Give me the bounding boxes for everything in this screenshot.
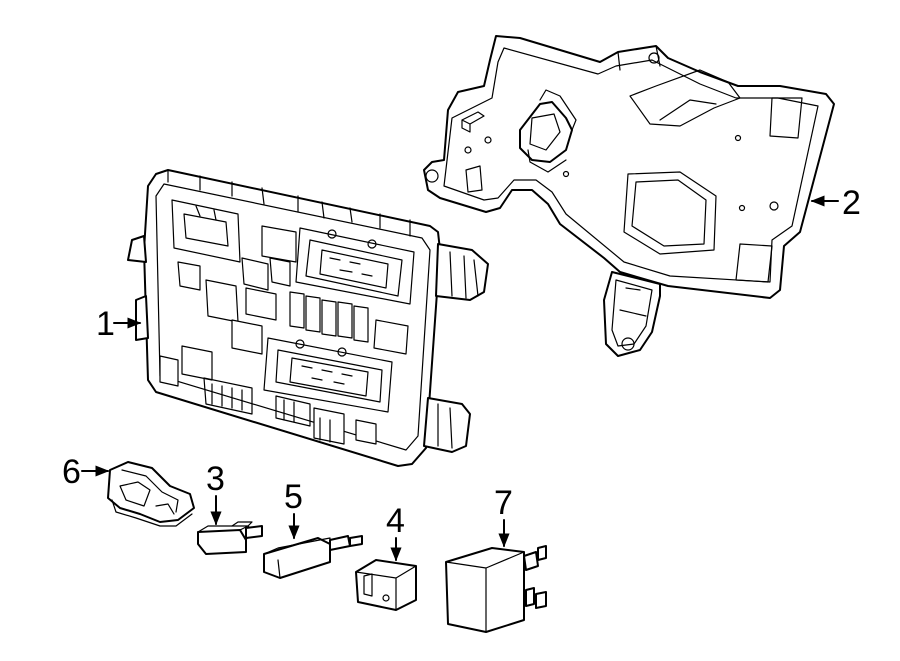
- callout-label-3: 3: [206, 460, 225, 498]
- callout-3: 3: [206, 460, 225, 526]
- callout-label-6: 6: [62, 453, 81, 491]
- maxi-fuse: [263, 535, 363, 579]
- mounting-bracket: [423, 35, 835, 357]
- callout-6: 6: [62, 453, 110, 491]
- callout-label-1: 1: [96, 305, 115, 343]
- clip-part: [107, 461, 195, 527]
- mini-fuse: [197, 521, 263, 555]
- micro-relay: [355, 559, 417, 611]
- callout-4: 4: [386, 502, 405, 562]
- callout-7: 7: [494, 484, 513, 548]
- callout-label-4: 4: [386, 502, 405, 540]
- relay: [445, 545, 547, 633]
- callout-label-2: 2: [842, 184, 861, 222]
- callout-label-7: 7: [494, 484, 513, 522]
- callout-2: 2: [810, 184, 861, 222]
- callout-1: 1: [96, 305, 142, 343]
- fuse-relay-box: [127, 169, 489, 467]
- callout-5: 5: [284, 478, 303, 540]
- callout-label-5: 5: [284, 478, 303, 516]
